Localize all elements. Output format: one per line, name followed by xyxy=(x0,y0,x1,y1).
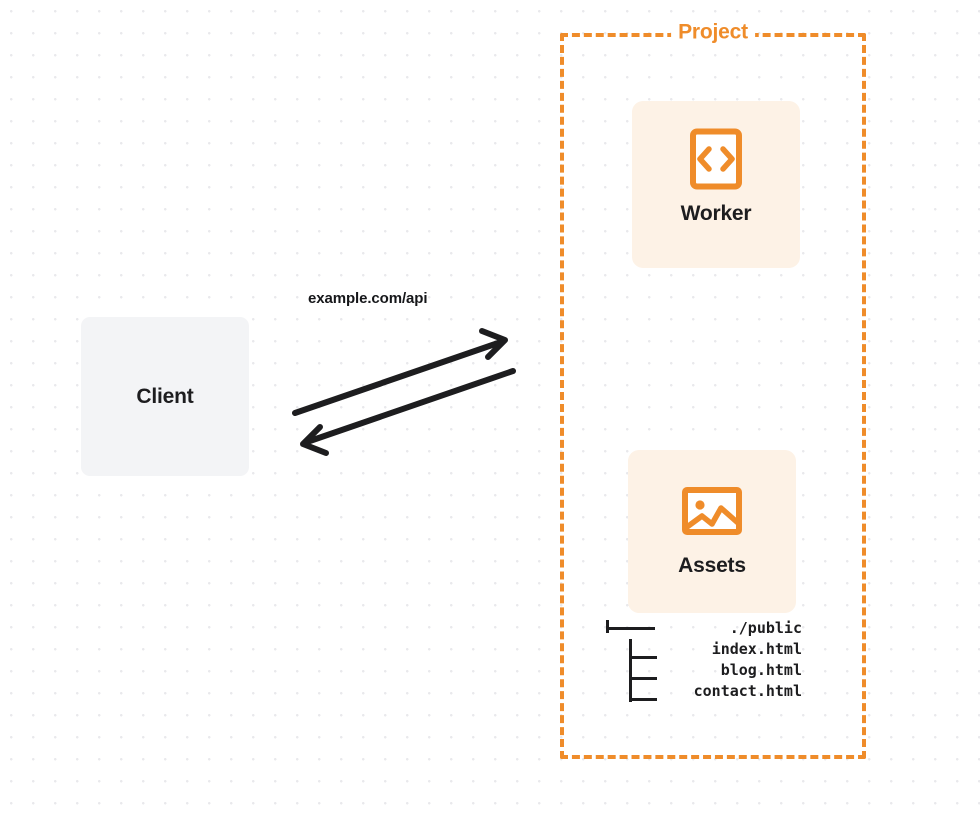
connection-label: example.com/api xyxy=(308,290,428,307)
tree-branch-glyph xyxy=(604,618,666,639)
tree-row: blog.html xyxy=(604,660,804,681)
request-arrow-icon xyxy=(292,328,508,416)
tree-row: ./public xyxy=(604,618,804,639)
client-label: Client xyxy=(136,384,194,408)
response-arrow-icon xyxy=(300,368,516,456)
tree-row: index.html xyxy=(604,639,804,660)
client-node[interactable]: Client xyxy=(81,317,249,476)
assets-node[interactable]: Assets xyxy=(628,450,796,613)
tree-child-glyph xyxy=(604,639,666,660)
tree-row: contact.html xyxy=(604,681,804,702)
tree-item-label: index.html xyxy=(711,640,802,658)
asset-file-tree: ./public index.html blog.html contact.ht… xyxy=(604,618,804,702)
image-picture-icon xyxy=(682,487,742,535)
tree-item-label: ./public xyxy=(729,619,802,637)
tree-item-label: blog.html xyxy=(720,661,802,679)
bidirectional-arrow-group xyxy=(292,328,516,456)
tree-child-glyph xyxy=(604,660,666,681)
code-brackets-icon xyxy=(690,128,742,190)
project-boundary: Project xyxy=(560,20,866,759)
worker-node[interactable]: Worker xyxy=(632,101,800,268)
worker-label: Worker xyxy=(680,202,752,225)
assets-label: Assets xyxy=(678,554,746,577)
tree-item-label: contact.html xyxy=(693,682,802,700)
tree-child-glyph xyxy=(604,681,666,702)
project-title: Project xyxy=(671,20,755,45)
